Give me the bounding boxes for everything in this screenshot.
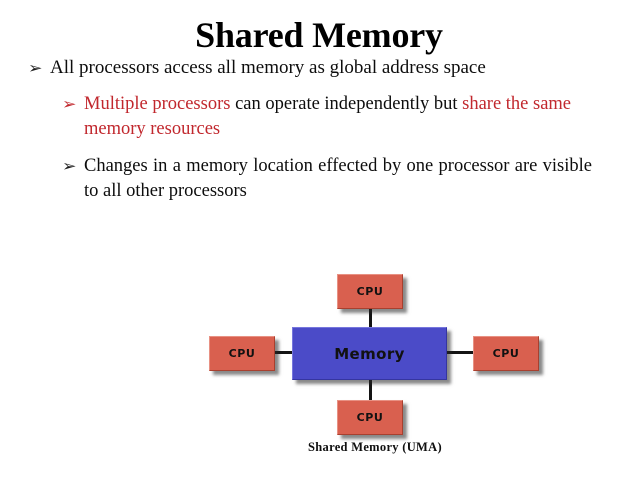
bullet-segment: Multiple processors <box>84 94 236 114</box>
bullet-item-3: ➢ Changes in a memory location effected … <box>0 154 638 204</box>
bullet-text-3: Changes in a memory location effected by… <box>84 154 592 204</box>
diagram-node-memory: Memory <box>292 327 447 380</box>
diagram-node-cpu-right: CPU <box>473 336 539 371</box>
bullet-segment: Changes in a memory location effected by… <box>84 156 592 201</box>
connector-memory-to-cpu-top <box>369 309 372 329</box>
bullet-text-2: Multiple processors can operate independ… <box>84 92 592 142</box>
connector-memory-to-cpu-bottom <box>369 378 372 402</box>
bullet-item-1: ➢ All processors access all memory as gl… <box>0 56 638 80</box>
bullet-text-1: All processors access all memory as glob… <box>50 57 486 78</box>
bullet-arrow-icon: ➢ <box>28 59 43 77</box>
bullet-segment: share the same memory resources <box>84 94 572 139</box>
diagram-node-cpu-top: CPU <box>337 274 403 309</box>
shared-memory-uma-diagram: CPU CPU Memory CPU CPU Shared Memory (UM… <box>195 262 555 462</box>
diagram-node-cpu-left: CPU <box>209 336 275 371</box>
bullet-item-2: ➢ Multiple processors can operate indepe… <box>0 92 638 142</box>
connector-memory-to-cpu-right <box>445 351 475 354</box>
bullet-list: ➢ All processors access all memory as gl… <box>0 56 638 204</box>
bullet-arrow-icon: ➢ <box>62 157 77 175</box>
bullet-arrow-icon: ➢ <box>62 95 77 113</box>
connector-memory-to-cpu-left <box>273 351 295 354</box>
bullet-segment: can operate independently but <box>235 94 463 114</box>
diagram-caption: Shared Memory (UMA) <box>308 440 442 454</box>
diagram-node-cpu-bottom: CPU <box>337 400 403 435</box>
page-title: Shared Memory <box>195 15 443 55</box>
